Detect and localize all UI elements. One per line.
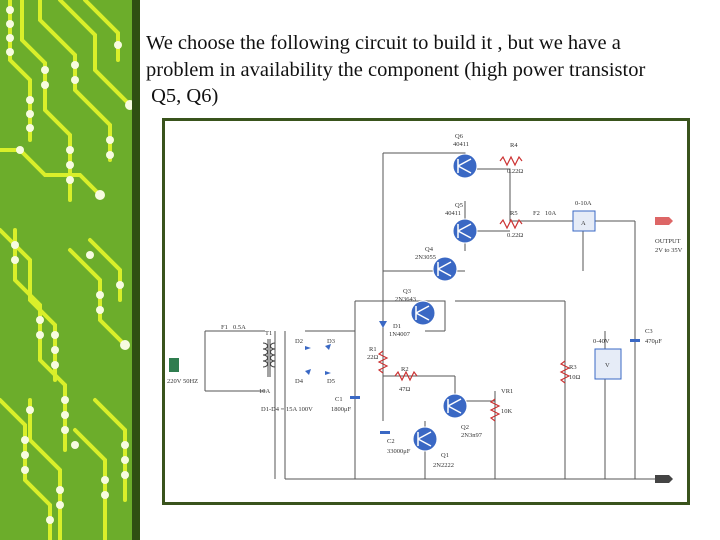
green-circuit-background (0, 0, 140, 540)
label-d2: D2 (295, 338, 303, 345)
label-output: OUTPUT (655, 238, 681, 245)
label-q2: Q2 (461, 424, 469, 431)
label-vr1: VR1 (501, 388, 513, 395)
label-ammeter-range: 0-10A (575, 200, 592, 207)
label-d1-part: 1N4007 (389, 331, 411, 338)
transistor-q5 (452, 218, 478, 244)
label-r5: R5 (510, 210, 518, 217)
label-d1: D1 (393, 323, 401, 330)
label-d3: D3 (327, 338, 335, 345)
text-line-1: We choose the following circuit to build… (146, 32, 621, 54)
diode-d5 (305, 346, 311, 350)
output-terminal-positive (655, 217, 673, 225)
label-f2: F2 (533, 210, 540, 217)
resistor-r3 (559, 360, 571, 384)
resistor-r5 (499, 218, 523, 230)
label-voltmeter-symbol: V (605, 362, 610, 369)
label-q6: Q6 (455, 133, 464, 140)
voltmeter (594, 348, 622, 380)
label-q4: Q4 (425, 246, 434, 253)
label-r4: R4 (510, 142, 518, 149)
label-f2-val: 10A (545, 210, 557, 217)
label-q2-part: 2N3n97 (461, 432, 483, 439)
label-r1-val: 22Ω (367, 354, 379, 361)
resistor-r1 (377, 350, 389, 374)
label-c3: C3 (645, 328, 653, 335)
label-c3-val: 470μF (645, 338, 662, 345)
diode-d2 (325, 344, 331, 350)
ammeter (572, 210, 596, 232)
label-f1-val: 0.5A (233, 324, 246, 331)
diode-d3 (305, 369, 311, 375)
label-q1: Q1 (441, 452, 449, 459)
transistor-q1 (412, 426, 438, 452)
label-q5-part: 40411 (445, 210, 461, 217)
label-q3-part: 2N3643 (395, 296, 416, 303)
label-r5-val: 0.22Ω (507, 232, 523, 239)
slide-text: We choose the following circuit to build… (146, 30, 706, 110)
transistor-q6 (452, 153, 478, 179)
label-q1-part: 2N2222 (433, 462, 454, 469)
label-r1: R1 (369, 346, 377, 353)
label-d4: D4 (295, 378, 304, 385)
mains-plug (169, 358, 179, 372)
label-r3-val: 10Ω (569, 374, 581, 381)
label-f1: F1 (221, 324, 228, 331)
transistor-q2 (442, 393, 468, 419)
label-mains: 220V 50HZ (167, 378, 198, 385)
transformer-t1 (262, 339, 276, 377)
label-r2: R2 (401, 366, 409, 373)
potentiometer-vr1 (489, 398, 501, 422)
diode-d1 (379, 321, 387, 328)
capacitor-c1 (350, 396, 360, 399)
label-c1-val: 1800μF (331, 406, 351, 413)
capacitor-c3 (630, 339, 640, 342)
label-c2: C2 (387, 438, 395, 445)
output-terminal-negative (655, 475, 673, 483)
resistor-r2 (394, 370, 418, 382)
label-transformer-rating: 10A (259, 388, 271, 395)
text-line-2: problem in availability the component (h… (146, 58, 646, 81)
label-t1: T1 (265, 330, 272, 337)
label-r2-val: 47Ω (399, 386, 411, 393)
label-d5: D5 (327, 378, 335, 385)
label-r3: R3 (569, 364, 577, 371)
text-line-3: Q5, Q6) (146, 85, 219, 107)
circuit-diagram: Q6 40411 R4 0.22Ω Q5 40411 R5 0.22Ω F2 1… (162, 118, 690, 505)
label-q6-part: 40411 (453, 141, 469, 148)
diode-d4 (325, 371, 331, 375)
label-voltmeter-range: 0-40V (593, 338, 610, 345)
label-r4-val: 0.22Ω (507, 168, 523, 175)
label-vr1-val: 10K (501, 408, 513, 415)
transistor-q3 (410, 300, 436, 326)
label-bridge-rating: D1-D4 = 15A 100V (261, 406, 313, 413)
capacitor-c2 (380, 431, 390, 434)
transistor-q4 (432, 256, 458, 282)
label-c1: C1 (335, 396, 343, 403)
label-q4-part: 2N3055 (415, 254, 436, 261)
label-q5: Q5 (455, 202, 463, 209)
label-ammeter-symbol: A (581, 220, 586, 227)
label-q3: Q3 (403, 288, 411, 295)
resistor-r4 (499, 155, 523, 167)
label-output-range: 2V to 35V (655, 247, 683, 254)
label-c2-val: 33000μF (387, 448, 411, 455)
